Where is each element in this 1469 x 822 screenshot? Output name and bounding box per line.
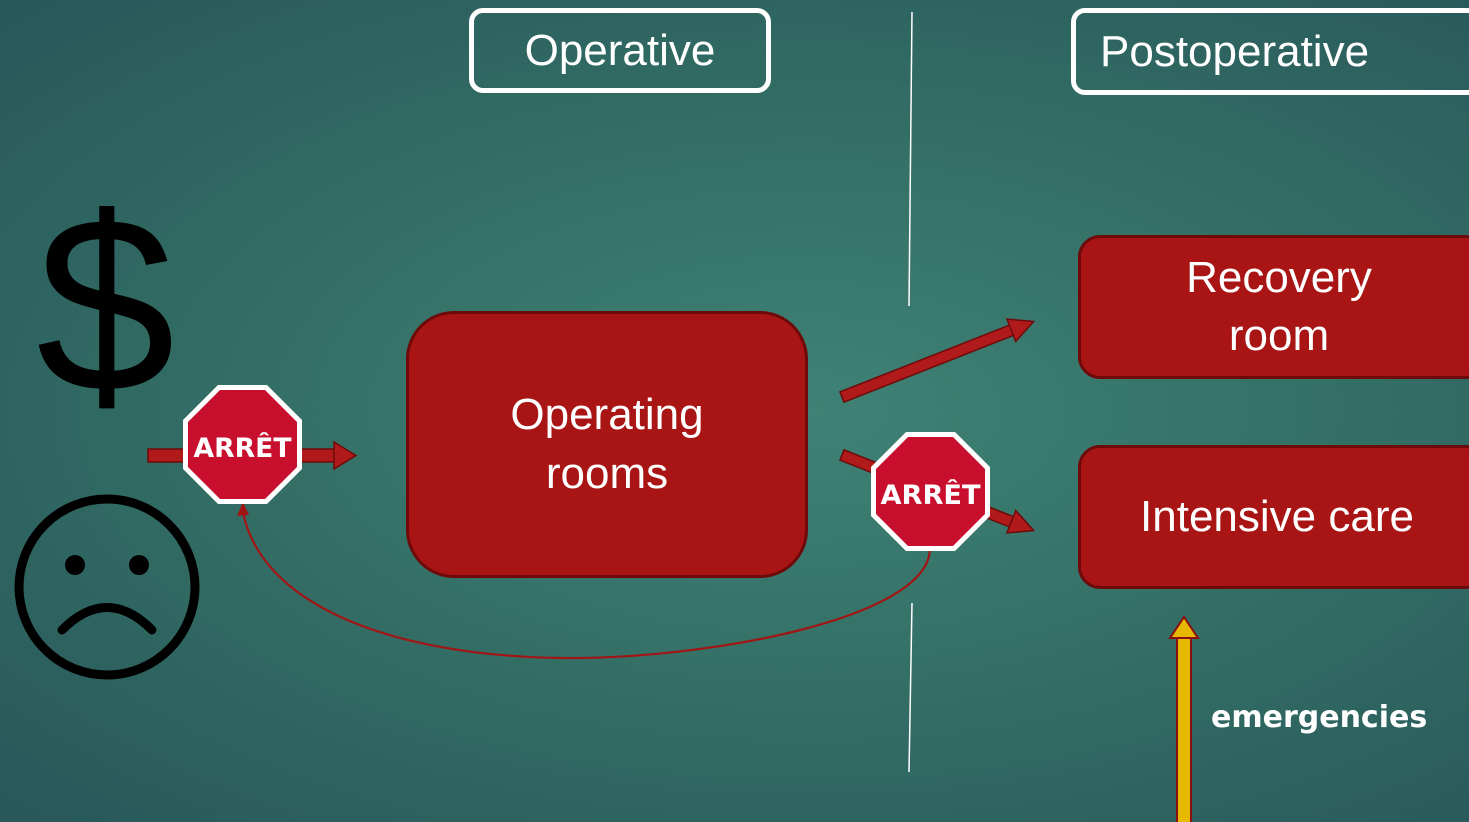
phase-divider-bottom [908, 602, 913, 773]
sad-face-icon [14, 494, 200, 680]
recovery-room-line1: Recovery [1186, 252, 1372, 302]
operating-rooms-line2: rooms [545, 448, 669, 498]
phase-label-postoperative-text: Postoperative [1100, 26, 1370, 76]
feedback-curve-arrow [241, 511, 932, 660]
operating-rooms-box: Operating rooms [406, 311, 808, 578]
feedback-arrowhead [237, 502, 249, 516]
emergency-arrow [1168, 615, 1200, 822]
recovery-room-box: Recovery room [1078, 235, 1469, 379]
arrow-to-recovery [839, 318, 1036, 404]
emergencies-label: emergencies [1211, 700, 1428, 735]
stop-sign-entry-icon: ARRÊT [183, 385, 302, 504]
dollar-icon: $ [36, 165, 176, 444]
operating-rooms-line1: Operating [510, 390, 704, 440]
phase-label-operative-text: Operative [524, 25, 716, 75]
stop-sign-icu-icon: ARRÊT [871, 432, 990, 551]
phase-divider-top [908, 11, 913, 307]
stop-sign-entry-label: ARRÊT [194, 432, 293, 464]
recovery-room-line2: room [1228, 311, 1330, 360]
intensive-care-label: Intensive care [1140, 491, 1414, 541]
phase-label-operative: Operative [469, 8, 771, 93]
phase-label-postoperative: Postoperative [1071, 8, 1469, 95]
intensive-care-box: Intensive care [1078, 445, 1469, 589]
stop-sign-icu-label: ARRÊT [881, 479, 982, 511]
